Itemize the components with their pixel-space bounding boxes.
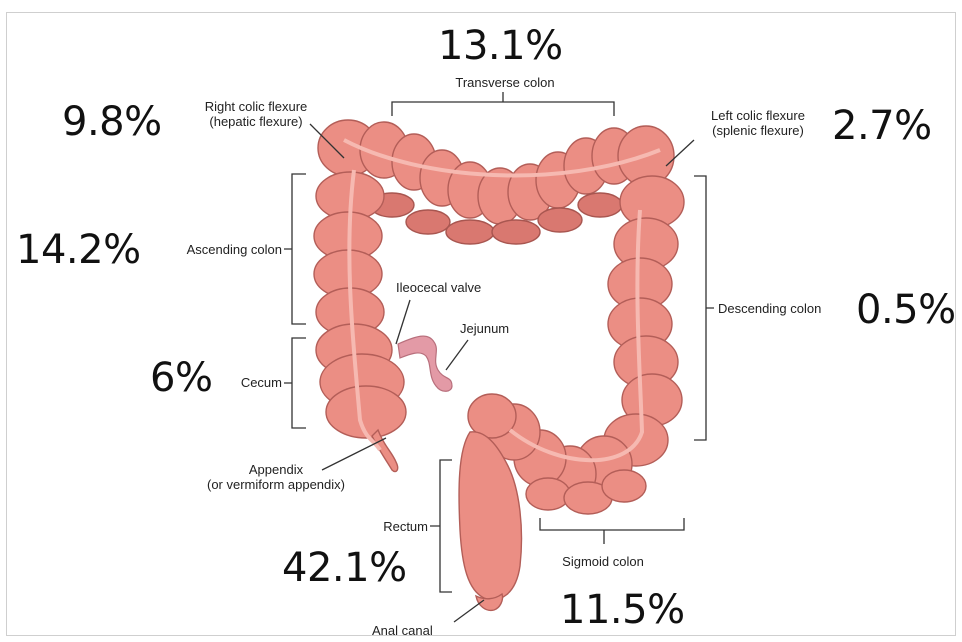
appendix-name: Appendix (186, 462, 366, 477)
left-colic-flexure-alt-name: (splenic flexure) (688, 123, 828, 138)
descending-colon-bracket (694, 176, 714, 440)
ascending-colon-percentage: 14.2% (16, 228, 141, 272)
cecum-bracket (284, 338, 306, 428)
jejunum-shape (398, 336, 452, 391)
cecum-percentage: 6% (150, 356, 212, 400)
right-colic-flexure-name: Right colic flexure (186, 99, 326, 114)
rectum-bracket (430, 460, 452, 592)
sigmoid-colon-bracket (540, 518, 684, 544)
descending-colon-percentage: 0.5% (856, 288, 956, 332)
colon-body (314, 120, 684, 610)
appendix-shape (372, 430, 398, 472)
left-colic-flexure-percentage: 2.7% (832, 104, 932, 148)
cecum-label: Cecum (224, 375, 282, 390)
right-colic-flexure-percentage: 9.8% (62, 100, 162, 144)
jejunum-leader (446, 340, 468, 370)
ascending-colon-label: Ascending colon (150, 242, 282, 257)
descending-colon-label: Descending colon (718, 301, 821, 316)
right-colic-flexure-label: Right colic flexure (hepatic flexure) (186, 99, 326, 129)
appendix-alt-name: (or vermiform appendix) (186, 477, 366, 492)
ileocecal-valve-label: Ileocecal valve (396, 280, 481, 295)
left-colic-flexure-label: Left colic flexure (splenic flexure) (688, 108, 828, 138)
appendix-label: Appendix (or vermiform appendix) (186, 462, 366, 492)
right-colic-flexure-alt-name: (hepatic flexure) (186, 114, 326, 129)
transverse-colon-bracket (392, 92, 614, 116)
transverse-colon-percentage: 13.1% (438, 24, 563, 68)
rectum-label: Rectum (362, 519, 428, 534)
sigmoid-colon-label: Sigmoid colon (548, 554, 658, 569)
ileocecal-valve-leader (396, 300, 410, 344)
left-colic-flexure-name: Left colic flexure (688, 108, 828, 123)
anal-canal-label: Anal canal (372, 623, 433, 638)
rectum-percentage: 42.1% (282, 546, 407, 590)
descending-colon-segments (608, 176, 684, 426)
transverse-colon-label: Transverse colon (430, 75, 580, 90)
sigmoid-colon-percentage: 11.5% (560, 588, 685, 632)
anal-canal-leader (454, 600, 484, 622)
ascending-colon-bracket (284, 174, 306, 324)
jejunum-label: Jejunum (460, 321, 509, 336)
